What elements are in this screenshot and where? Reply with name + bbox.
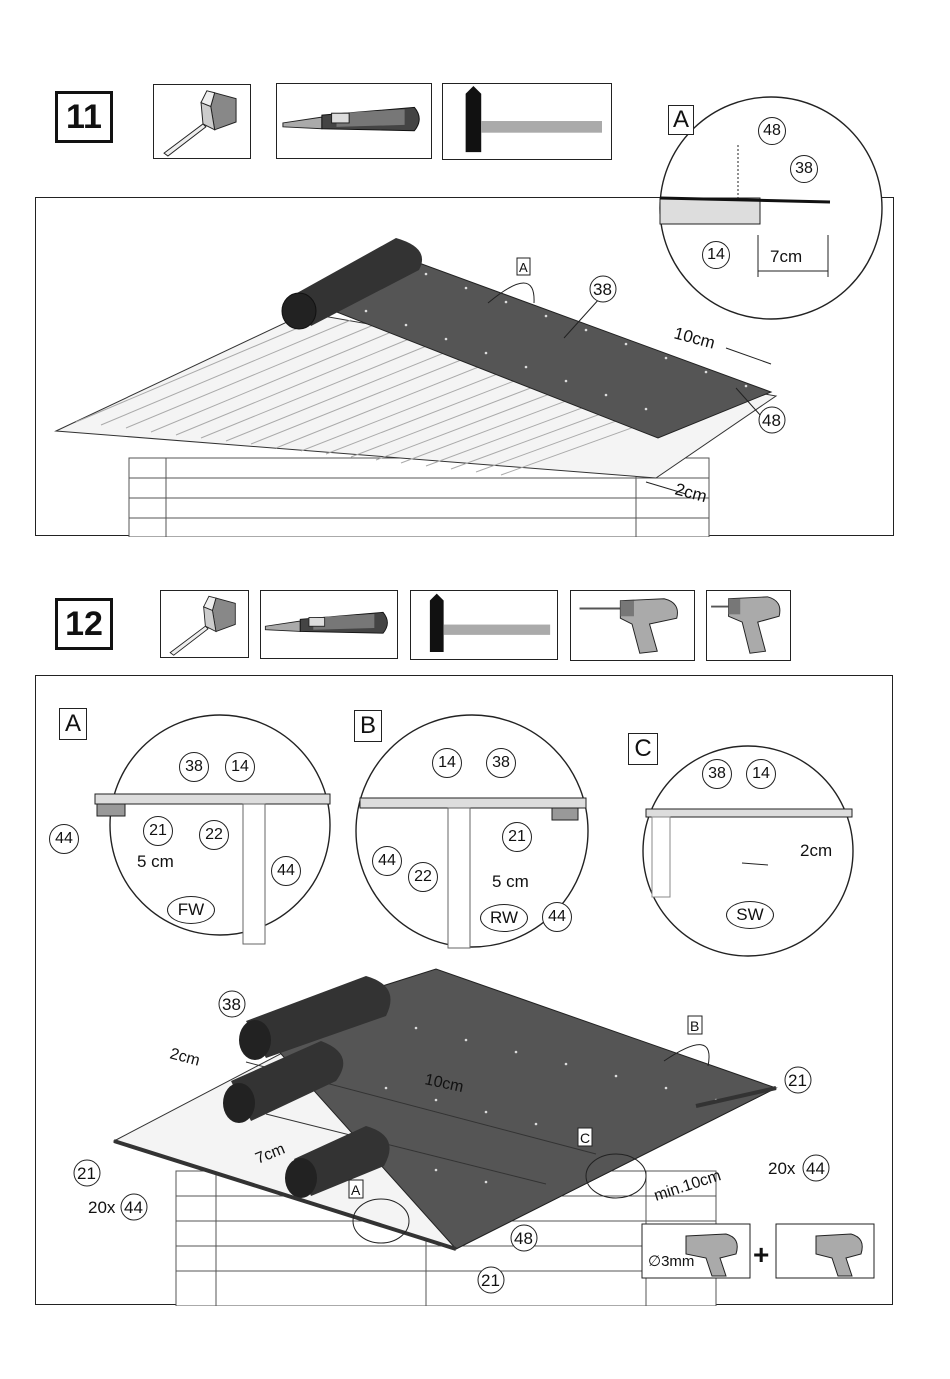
step-number-11: 11 — [55, 91, 113, 143]
tape-measure-icon — [154, 85, 250, 158]
detail-a-callout-44-left: 44 — [49, 824, 79, 854]
hammer-icon — [411, 591, 557, 659]
detail-a-callout-38: 38 — [179, 752, 209, 782]
detail-a-callout-14: 14 — [225, 752, 255, 782]
detail-a-callout-44-right: 44 — [271, 856, 301, 886]
hammer-icon — [443, 84, 611, 159]
detail-a-wall-label: FW — [167, 896, 215, 924]
screws-20x-right: 20x — [768, 1159, 796, 1178]
dimension-10cm: 10cm — [672, 324, 717, 353]
callout-21-right: 21 — [788, 1071, 807, 1090]
detail-c-dimension: 2cm — [800, 841, 832, 861]
tool-utility-knife — [260, 590, 398, 659]
detail-c-callout-14: 14 — [746, 759, 776, 789]
callout-38: 38 — [222, 995, 241, 1014]
detail-callout-38: 38 — [790, 155, 818, 183]
callout-21-bottom: 21 — [481, 1271, 500, 1290]
detail-a-callout-22: 22 — [199, 820, 229, 850]
detail-c-callout-38: 38 — [702, 759, 732, 789]
pilot-hole-3mm: ∅3mm — [648, 1253, 694, 1270]
detail-c-wall-label: SW — [726, 901, 774, 929]
detail-label-b: B — [354, 710, 382, 742]
detail-callout-14: 14 — [702, 241, 730, 269]
step-12-detail-b: B 14 38 21 44 22 44 5 cm RW — [352, 706, 612, 956]
tape-measure-icon — [161, 591, 248, 657]
step-number-12: 12 — [55, 598, 113, 650]
detail-marker-c: C — [580, 1130, 590, 1146]
tool-drill-driver — [706, 590, 791, 661]
callout-48: 48 — [514, 1229, 533, 1248]
step-11-detail-a: A 48 38 14 7cm — [658, 95, 884, 321]
step-12-detail-c: C 38 14 2cm SW — [628, 733, 860, 963]
tool-tape-measure — [153, 84, 251, 159]
callout-48: 48 — [762, 411, 781, 430]
detail-b-callout-22: 22 — [408, 862, 438, 892]
screws-20x-left: 20x — [88, 1198, 116, 1217]
detail-label-a: A — [668, 105, 694, 135]
detail-a-callout-21: 21 — [143, 816, 173, 846]
drill-driver-icon — [707, 591, 790, 660]
tool-hammer — [442, 83, 612, 160]
utility-knife-icon — [261, 591, 397, 658]
utility-knife-icon — [277, 84, 431, 158]
detail-a-dimension: 5 cm — [137, 852, 174, 872]
tool-drill-bit — [570, 590, 695, 661]
tool-hammer — [410, 590, 558, 660]
drill-bit-icon — [571, 591, 694, 660]
dimension-2cm-left: 2cm — [168, 1045, 202, 1069]
callout-38: 38 — [593, 280, 612, 299]
detail-callout-48: 48 — [758, 117, 786, 145]
tool-tape-measure — [160, 590, 249, 658]
callout-21-left: 21 — [77, 1164, 96, 1183]
detail-b-callout-38: 38 — [486, 748, 516, 778]
detail-b-dimension: 5 cm — [492, 872, 529, 892]
detail-label-c: C — [628, 733, 658, 765]
detail-b-callout-44-right: 44 — [542, 902, 572, 932]
detail-b-wall-label: RW — [480, 904, 528, 932]
detail-marker-a: A — [519, 260, 528, 275]
detail-b-callout-21: 21 — [502, 822, 532, 852]
detail-b-callout-44-left: 44 — [372, 846, 402, 876]
detail-dimension-7cm: 7cm — [770, 247, 802, 267]
detail-label-a: A — [59, 708, 87, 740]
step-12-detail-a: A 38 14 21 22 44 44 5 cm FW — [55, 700, 345, 950]
detail-marker-a: A — [351, 1182, 361, 1198]
callout-44-right: 44 — [806, 1159, 825, 1178]
callout-44-left: 44 — [124, 1198, 143, 1217]
detail-marker-b: B — [690, 1018, 699, 1034]
tool-utility-knife — [276, 83, 432, 159]
detail-b-callout-14: 14 — [432, 748, 462, 778]
plus-sign: + — [753, 1239, 769, 1270]
